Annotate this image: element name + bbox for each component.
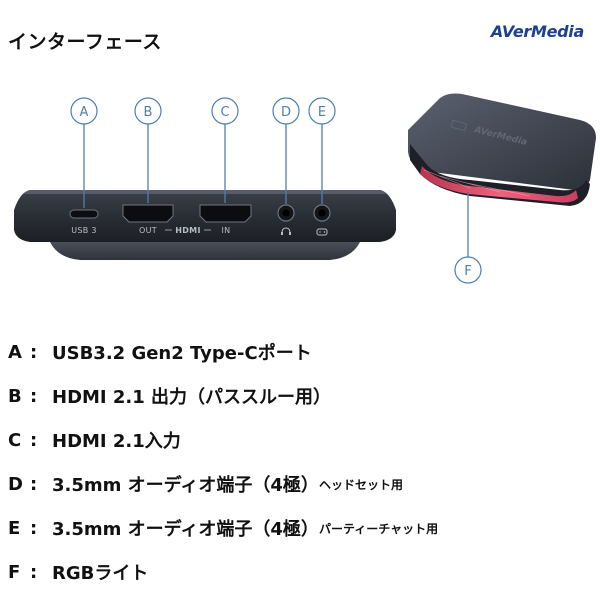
device-angled-view: AVerMedia (408, 93, 596, 206)
spec-suffix: ヘッドセット用 (318, 477, 403, 492)
callout-e: E (308, 97, 336, 125)
spec-key: F (8, 561, 21, 583)
headset-icon (281, 227, 291, 235)
spec-separator: : (30, 385, 38, 407)
svg-text:F: F (464, 264, 471, 279)
spec-key: B (8, 385, 22, 407)
spec-item-a: A : USB3.2 Gen2 Type-Cポート (8, 330, 598, 374)
spec-text: HDMI 2.1 出力（パススルー用） (52, 387, 332, 408)
callout-lines (83, 124, 323, 208)
out-port-label: OUT (139, 226, 157, 235)
spec-item-d: D : 3.5mm オーディオ端子（4極） ヘッドセット用 (8, 462, 598, 506)
hdmi-in-port (199, 204, 252, 223)
spec-separator: : (30, 473, 38, 495)
svg-text:A: A (80, 105, 89, 120)
spec-item-e: E : 3.5mm オーディオ端子（4極） パーティーチャット用 (8, 506, 598, 550)
callout-c: C (211, 97, 239, 125)
gamepad-icon (316, 228, 328, 236)
device-diagram: USB 3 OUT HDMI IN A B C (14, 93, 596, 284)
hdmi-out-port (122, 204, 174, 223)
usb-port-label: USB 3 (71, 226, 97, 235)
spec-key: C (8, 429, 22, 451)
spec-key: A (8, 341, 22, 363)
brand-logo: AVerMedia (490, 22, 584, 41)
hdmi-logo-label: HDMI (175, 226, 200, 235)
spec-text: 3.5mm オーディオ端子（4極） (52, 475, 319, 496)
svg-text:D: D (281, 105, 291, 120)
callout-d: D (272, 97, 300, 125)
callout-a: A (70, 97, 98, 125)
spec-text: 3.5mm オーディオ端子（4極） (52, 519, 319, 540)
usb-c-port (69, 209, 99, 219)
svg-text:E: E (318, 105, 326, 120)
spec-separator: : (30, 561, 38, 583)
spec-text: USB3.2 Gen2 Type-Cポート (52, 343, 312, 364)
svg-text:C: C (220, 105, 229, 120)
spec-key: D (8, 473, 23, 495)
spec-text: RGBライト (52, 563, 149, 584)
spec-list: A : USB3.2 Gen2 Type-Cポート B : HDMI 2.1 出… (8, 330, 598, 594)
device-front-view: USB 3 OUT HDMI IN (14, 190, 396, 260)
in-port-label: IN (222, 226, 231, 235)
spec-item-b: B : HDMI 2.1 出力（パススルー用） (8, 374, 598, 418)
spec-text: HDMI 2.1入力 (52, 431, 181, 452)
spec-item-c: C : HDMI 2.1入力 (8, 418, 598, 462)
spec-suffix: パーティーチャット用 (318, 521, 439, 536)
svg-text:B: B (144, 105, 153, 120)
spec-key: E (8, 517, 21, 539)
spec-separator: : (30, 341, 38, 363)
callout-b: B (134, 97, 162, 125)
rgb-light-strip (420, 166, 578, 203)
spec-separator: : (30, 429, 38, 451)
spec-separator: : (30, 517, 38, 539)
callout-f: F (454, 256, 482, 284)
page-title: インターフェース (8, 31, 162, 53)
spec-item-f: F : RGBライト (8, 550, 598, 594)
